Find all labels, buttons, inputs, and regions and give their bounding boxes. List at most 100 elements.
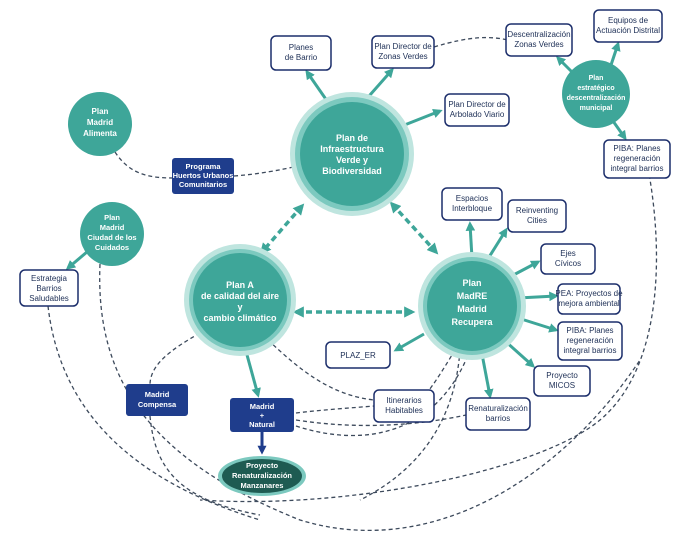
box-reinventing-cities-line1: Reinventing xyxy=(516,206,558,215)
box-reinventing-cities-line2: Cities xyxy=(527,216,547,225)
circle-alimenta[interactable]: Plan Madrid Alimenta xyxy=(68,92,132,156)
arrow-to-arbolado xyxy=(401,109,443,128)
circle-madre-line2: MadRE xyxy=(457,291,488,301)
box-plan-zonas-verdes[interactable]: Plan Director de Zonas Verdes xyxy=(371,35,435,69)
connector-zonas-descentralizacion xyxy=(433,36,509,48)
box-plaz-er-text: PLAZ_ER xyxy=(340,351,376,360)
box-madrid-natural-line2: + xyxy=(260,411,265,420)
box-descentralizacion-zonas[interactable]: Descentralización Zonas Verdes xyxy=(505,23,573,57)
box-madrid-natural-line1: Madrid xyxy=(250,402,275,411)
circle-cuidados-line1: Plan xyxy=(104,213,120,222)
arrow-infra-plana xyxy=(259,203,305,255)
box-plan-arbolado-line2: Arbolado Viario xyxy=(450,110,505,119)
connector-plana-itinerarios xyxy=(267,339,375,401)
circle-descentralizacion-line3: descentralización xyxy=(567,95,626,102)
circle-madre-line4: Recupera xyxy=(451,317,493,327)
arrow-to-plaz-er xyxy=(393,332,425,352)
box-proyecto-micos-line1: Proyecto xyxy=(546,371,578,380)
box-itinerarios-line1: Itinerarios xyxy=(386,396,421,405)
box-programa-huertos-line3: Comunitarios xyxy=(179,180,227,189)
dashed-connectors xyxy=(47,36,658,531)
connector-natural-madre xyxy=(295,349,471,437)
box-pea-line2: mejora ambiental xyxy=(558,299,620,308)
box-planes-barrio[interactable]: Planes de Barrio xyxy=(270,35,332,71)
box-programa-huertos[interactable]: Programa Huertos Urbanos Comunitarios xyxy=(172,158,234,194)
connector-alimenta-huertos xyxy=(114,151,175,179)
circle-plan-a[interactable]: Plan A de calidad del aire y cambio clim… xyxy=(184,244,296,356)
box-descentralizacion-zonas-line2: Zonas Verdes xyxy=(514,40,563,49)
box-equipos-actuacion-line2: Actuación Distrital xyxy=(596,26,660,35)
box-espacios-interbloque[interactable]: Espacios Interbloque xyxy=(441,187,503,221)
circle-cuidados[interactable]: Plan Madrid Ciudad de los Cuidados xyxy=(80,202,144,266)
box-piba-right[interactable]: PIBA: Planes regeneración integral barri… xyxy=(557,321,623,361)
connector-estrategia-bottom xyxy=(47,305,261,521)
box-descentralizacion-zonas-line1: Descentralización xyxy=(507,30,570,39)
circle-cuidados-line3: Ciudad de los xyxy=(87,233,136,242)
arrow-to-renat-barrios xyxy=(480,353,494,399)
box-madrid-natural[interactable]: Madrid + Natural xyxy=(230,398,294,432)
box-plaz-er[interactable]: PLAZ_ER xyxy=(325,341,391,369)
box-ejes-civicos[interactable]: Ejes Cívicos xyxy=(540,243,596,275)
box-estrategia-barrios-line2: Barrios xyxy=(36,284,61,293)
connector-compensa-bottom xyxy=(149,415,261,516)
box-piba-right-line2: regeneración xyxy=(567,336,614,345)
connector-plana-compensa xyxy=(149,332,201,386)
arrow-to-piba-right xyxy=(517,316,559,333)
box-plan-arbolado[interactable]: Plan Director de Arbolado Viario xyxy=(444,93,510,127)
circle-cuidados-line4: Cuidados xyxy=(95,243,129,252)
box-madrid-natural-line3: Natural xyxy=(249,420,275,429)
circle-plan-a-line1: Plan A xyxy=(226,280,254,290)
box-proyecto-micos[interactable]: Proyecto MICOS xyxy=(533,365,591,397)
circle-madre[interactable]: Plan MadRE Madrid Recupera xyxy=(418,252,526,360)
connector-madre-itinerarios xyxy=(423,349,456,397)
circle-madre-line1: Plan xyxy=(462,278,481,288)
box-reinventing-cities[interactable]: Reinventing Cities xyxy=(507,199,567,233)
ellipse-manzanares-line2: Renaturalización xyxy=(232,471,292,480)
circle-alimenta-line2: Madrid xyxy=(87,118,113,127)
box-proyecto-micos-line2: MICOS xyxy=(549,381,575,390)
box-estrategia-barrios-line3: Saludables xyxy=(29,294,69,303)
connector-huertos-infraestructura xyxy=(233,165,299,177)
box-pea-line1: PEA: Proyectos de xyxy=(555,289,623,298)
box-plan-arbolado-line1: Plan Director de xyxy=(448,100,506,109)
box-madrid-compensa-line1: Madrid xyxy=(145,390,170,399)
box-equipos-actuacion-line1: Equipos de xyxy=(608,16,649,25)
circle-infraestructura[interactable]: Plan de Infraestructura Verde y Biodiver… xyxy=(290,92,414,216)
ellipse-manzanares-line1: Proyecto xyxy=(246,461,279,470)
circle-cuidados-line2: Madrid xyxy=(100,223,125,232)
box-piba-top-line3: integral barrios xyxy=(611,164,664,173)
box-ejes-civicos-line1: Ejes xyxy=(560,249,576,258)
box-piba-right-line1: PIBA: Planes xyxy=(566,326,613,335)
circle-infraestructura-line3: Verde y xyxy=(336,155,368,165)
circle-plan-a-line3: y xyxy=(237,302,242,312)
box-renaturalizacion-barrios-line1: Renaturalización xyxy=(468,404,528,413)
box-itinerarios[interactable]: Itinerarios Habitables xyxy=(373,389,435,423)
circle-plan-a-line2: de calidad del aire xyxy=(201,291,279,301)
box-piba-top-line1: PIBA: Planes xyxy=(613,144,660,153)
box-estrategia-barrios[interactable]: Estrategia Barrios Saludables xyxy=(19,269,79,307)
box-piba-top[interactable]: PIBA: Planes regeneración integral barri… xyxy=(603,139,671,179)
arrow-infra-madre xyxy=(389,201,439,255)
connector-piba-top-right xyxy=(199,167,658,503)
box-programa-huertos-line1: Programa xyxy=(185,162,221,171)
circle-descentralizacion-line4: municipal xyxy=(580,105,613,112)
box-planes-barrio-line2: de Barrio xyxy=(285,53,318,62)
circle-infraestructura-line2: Infraestructura xyxy=(320,144,385,154)
box-renaturalizacion-barrios-line2: barrios xyxy=(486,414,510,423)
circle-descentralizacion-line1: Plan xyxy=(589,75,604,82)
circle-madre-line3: Madrid xyxy=(457,304,487,314)
box-pea[interactable]: PEA: Proyectos de mejora ambiental xyxy=(555,283,623,315)
ellipse-proyecto-manzanares[interactable]: Proyecto Renaturalización Manzanares xyxy=(218,456,306,496)
circle-descentralizacion[interactable]: Plan estratégico descentralización munic… xyxy=(562,60,630,128)
circle-infraestructura-line1: Plan de xyxy=(336,133,368,143)
box-renaturalizacion-barrios[interactable]: Renaturalización barrios xyxy=(465,397,531,431)
box-madrid-compensa-line2: Compensa xyxy=(138,400,177,409)
box-itinerarios-line2: Habitables xyxy=(385,406,423,415)
box-madrid-compensa[interactable]: Madrid Compensa xyxy=(126,384,188,416)
circle-alimenta-line3: Alimenta xyxy=(83,129,117,138)
box-espacios-interbloque-line1: Espacios xyxy=(456,194,488,203)
connector-natural-renat-barrios xyxy=(295,414,467,427)
box-equipos-actuacion[interactable]: Equipos de Actuación Distrital xyxy=(593,9,663,43)
box-piba-right-line3: integral barrios xyxy=(564,346,617,355)
